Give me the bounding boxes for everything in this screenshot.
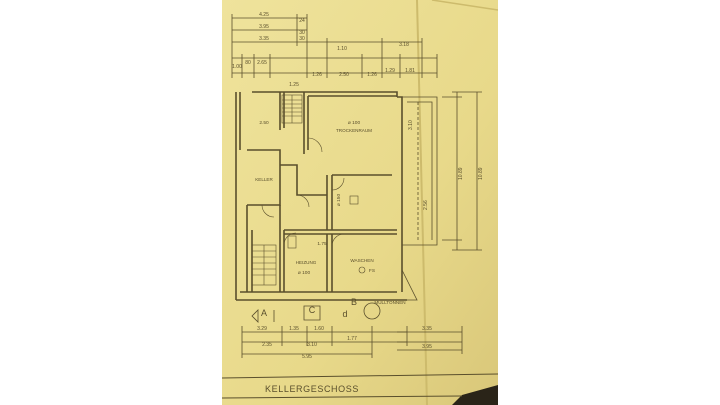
title-block: KELLERGESCHOSS xyxy=(222,373,498,399)
section-marker-a: A xyxy=(261,308,267,318)
dim-label: 3.29 xyxy=(257,326,267,332)
paper-background xyxy=(222,0,498,405)
dimension-lines-top xyxy=(231,14,438,78)
dim-label: ø 150 xyxy=(336,194,342,207)
room-label-trocken: TROCKENRAUM xyxy=(336,128,372,133)
dim-label: 3.95 xyxy=(259,24,269,30)
fixtures xyxy=(287,195,366,274)
dim-label: ø 100 xyxy=(298,270,311,276)
dim-label: 24 xyxy=(299,18,305,24)
section-marker-frames xyxy=(251,302,381,323)
dim-label: 80 xyxy=(245,60,251,66)
dim-label: 3.10 xyxy=(408,120,414,130)
dim-label: 1.00 xyxy=(232,64,242,70)
dim-label: 1.25 xyxy=(289,82,299,88)
room-label-heizung: HEIZUNG xyxy=(296,260,317,265)
dim-label: 3.35 xyxy=(259,36,269,42)
dim-label: 2.56 xyxy=(423,200,429,210)
dim-label: 3.10 xyxy=(307,342,317,348)
room-label-waschen: WASCHEN xyxy=(350,258,373,263)
dim-label: ø 100 xyxy=(348,120,361,126)
floorplan-sheet: 4.25 24 3.95 30 3.35 30 1.10 3.18 1.00 8… xyxy=(222,0,498,405)
dim-label: 1.77 xyxy=(347,336,357,342)
dim-label: 1.26 xyxy=(312,72,322,78)
dim-label: 1.29 xyxy=(385,68,395,74)
dimension-lines-right xyxy=(442,91,482,251)
dim-label: 1.75 xyxy=(317,241,327,247)
outdoor-area xyxy=(401,96,438,301)
floorplan-drawing: 4.25 24 3.95 30 3.35 30 1.10 3.18 1.00 8… xyxy=(222,0,498,405)
building-walls xyxy=(235,91,407,301)
dim-label: 1.26 xyxy=(367,72,377,78)
section-marker-c: C xyxy=(309,305,316,315)
fold-crease xyxy=(431,0,498,11)
dim-label: 3.18 xyxy=(399,42,409,48)
dimension-labels-top: 4.25 24 3.95 30 3.35 30 1.10 3.18 1.00 8… xyxy=(232,12,415,88)
dim-label: 10.89 xyxy=(458,167,464,180)
dim-label: 10.89 xyxy=(478,167,484,180)
dim-label: 1.81 xyxy=(405,68,415,74)
dim-label: 1.60 xyxy=(314,326,324,332)
room-label-muelltonnen: MÜLLTONNEN xyxy=(374,299,405,305)
dim-label: 2.65 xyxy=(257,60,267,66)
dimension-labels-right: 10.89 10.89 3.10 2.56 xyxy=(408,120,484,210)
dim-label: 1.10 xyxy=(337,46,347,52)
dim-label: 4.25 xyxy=(259,12,269,18)
dim-label: 3.95 xyxy=(422,344,432,350)
room-labels: TROCKENRAUM KELLER HEIZUNG WASCHEN MÜLLT… xyxy=(255,128,405,305)
drawing-title: KELLERGESCHOSS xyxy=(265,384,359,394)
section-markers: A C B d xyxy=(261,297,357,319)
dim-label: 3.35 xyxy=(422,326,432,332)
door-swings xyxy=(261,137,345,247)
dim-label: 2.50 xyxy=(259,120,269,126)
dim-label: FS xyxy=(369,268,375,274)
section-marker-b: B xyxy=(351,297,357,307)
dimension-lines-bottom xyxy=(241,326,463,358)
dim-label: 5.95 xyxy=(302,354,312,360)
north-marker: d xyxy=(342,309,347,319)
dim-label: 2.50 xyxy=(339,72,349,78)
dim-label: 30 xyxy=(299,30,305,36)
fold-crease xyxy=(416,0,428,405)
stairs-top xyxy=(281,94,303,124)
stairs-bottom xyxy=(251,244,277,286)
photo-shadow xyxy=(452,385,498,405)
room-label-keller: KELLER xyxy=(255,177,273,182)
dim-label: 1.35 xyxy=(289,326,299,332)
dim-label: 2.35 xyxy=(262,342,272,348)
dimension-labels-bottom: 3.29 1.35 1.60 1.77 3.35 2.35 3.10 5.95 … xyxy=(257,326,432,360)
inner-dimension-labels: 2.50 ø 100 ø 150 ø 100 FS 1.75 xyxy=(259,120,375,276)
dim-label: 30 xyxy=(299,36,305,42)
